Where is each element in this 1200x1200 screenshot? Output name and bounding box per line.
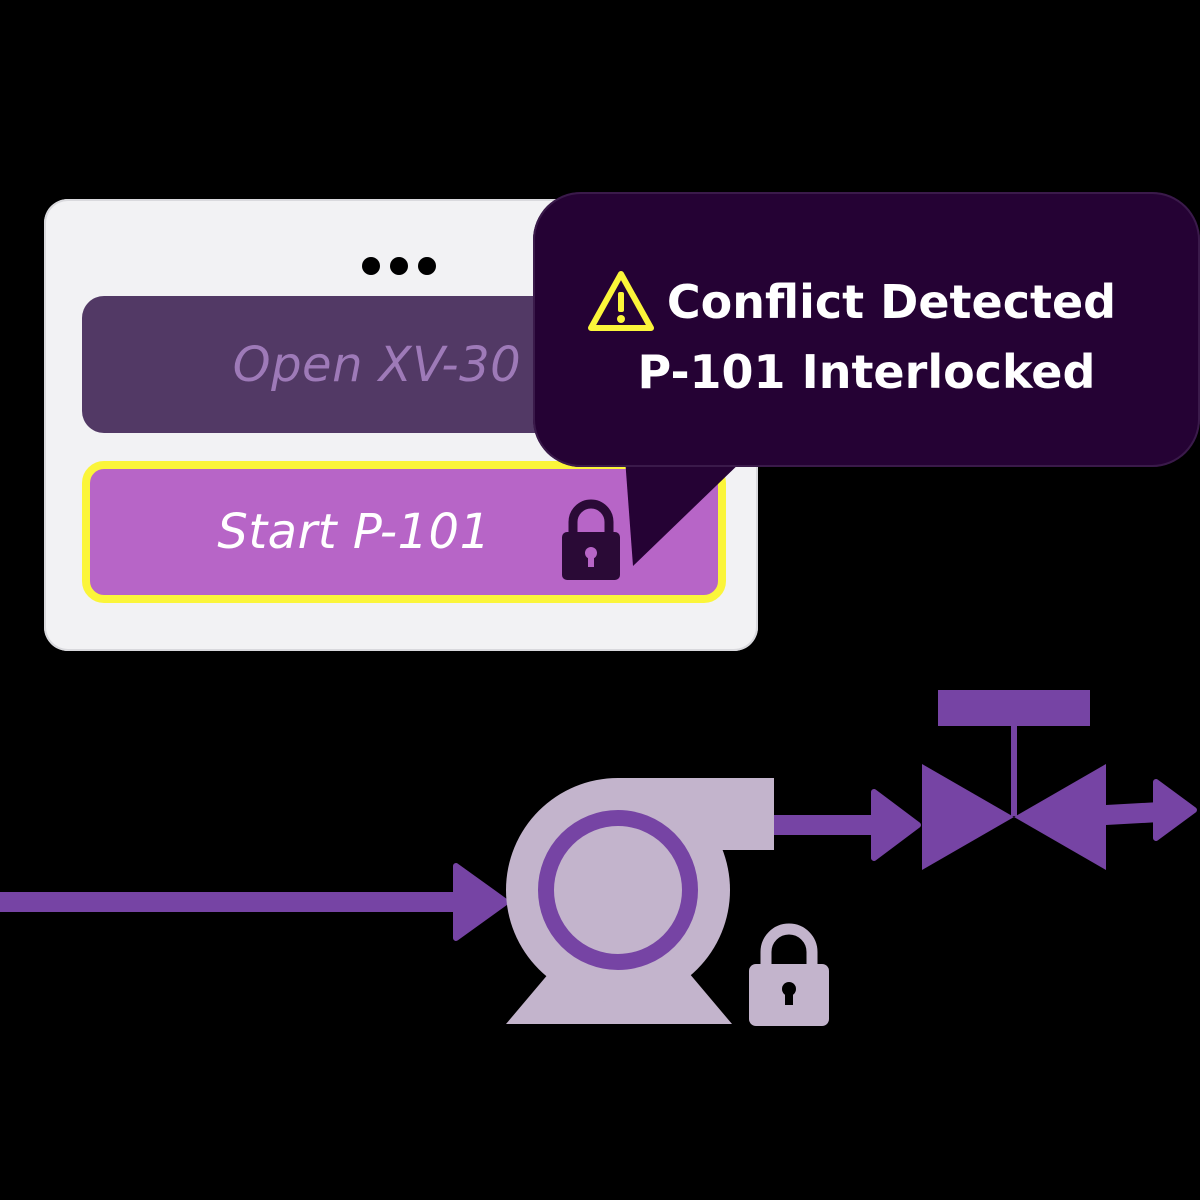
valve-icon[interactable]: [922, 690, 1106, 870]
alert-message: P-101 Interlocked: [637, 345, 1096, 399]
outlet-pipe: [1106, 779, 1197, 841]
more-horizontal-icon[interactable]: [362, 257, 436, 275]
lock-icon: [562, 499, 620, 580]
alert-title: Conflict Detected: [666, 275, 1117, 329]
lock-icon: [749, 923, 829, 1026]
pump-icon[interactable]: [506, 778, 774, 1024]
open-xv-30-label: Open XV-30: [232, 336, 522, 393]
warning-icon: [587, 271, 654, 331]
discharge-pipe: [774, 789, 921, 861]
conflict-alert-bubble: Conflict Detected P-101 Interlocked: [533, 192, 1200, 467]
inlet-pipe: [0, 863, 509, 941]
alert-bubble-tail: [625, 458, 745, 566]
start-p-101-button[interactable]: Start P-101: [82, 461, 726, 603]
start-p-101-label: Start P-101: [217, 504, 491, 560]
